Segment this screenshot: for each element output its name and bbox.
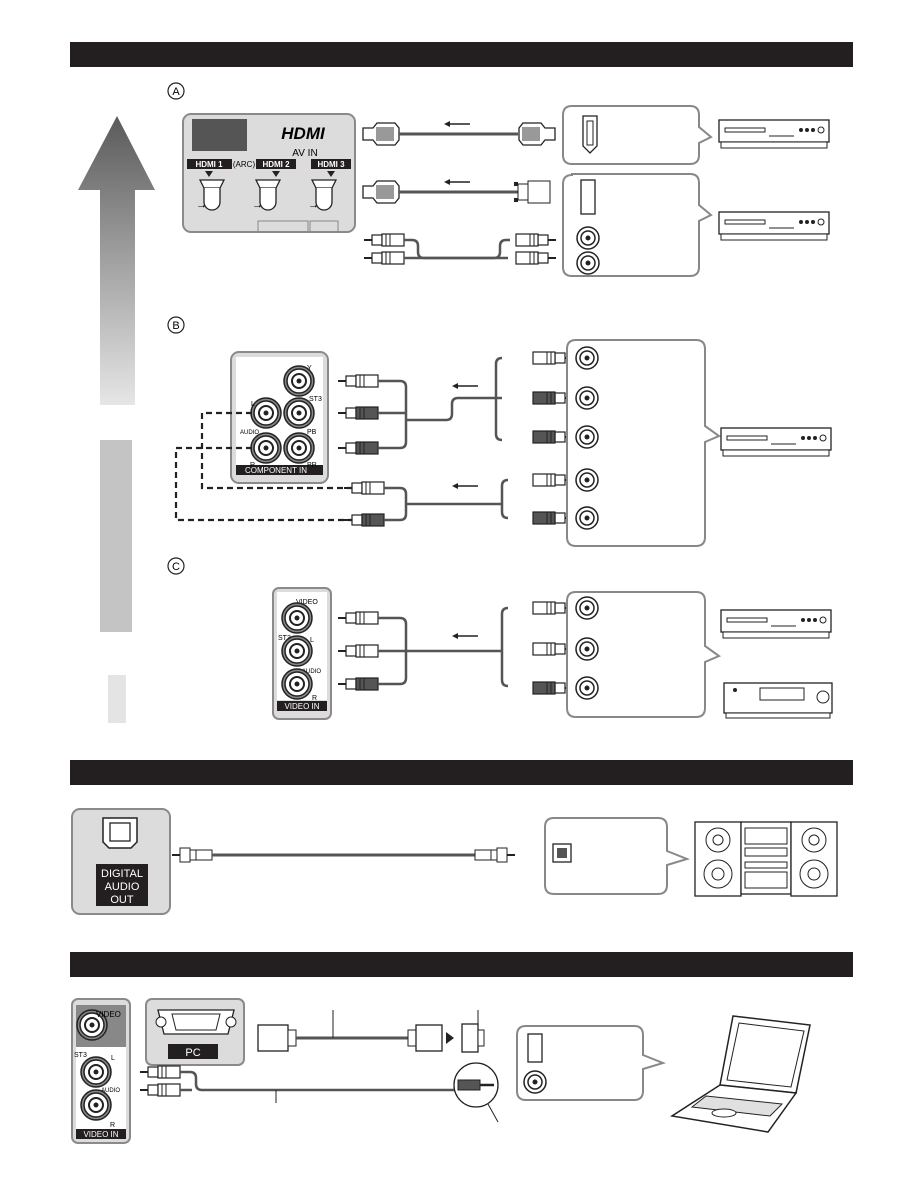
hdmi2-label: HDMI 2: [262, 160, 290, 169]
composite-cable: [337, 601, 574, 695]
dvd-player-icon-4: [720, 609, 832, 639]
label-audio-pc: AUDIO: [101, 1088, 120, 1094]
pc-label: PC: [185, 1047, 200, 1059]
hdmi-dvi-cable: [362, 179, 551, 204]
label-l-pc: L: [111, 1055, 115, 1062]
header-bar-2: [70, 760, 853, 785]
video-in-footer-pc: VIDEO IN: [83, 1130, 118, 1139]
hdmi-panel: HDMI AV IN HDMI 1 (ARC) HDMI 2 HDMI 3 → …: [182, 113, 356, 233]
component-panel: COMPONENT IN Y ST3 L AUDIO PB R PR: [230, 351, 329, 484]
label-l-b: L: [251, 401, 255, 408]
arc-label: (ARC): [233, 160, 256, 169]
digital-label-1: DIGITAL: [101, 868, 143, 880]
gradient-arrow-icon: [78, 116, 155, 723]
av-in-label: AV IN: [292, 148, 317, 159]
label-l-c: L: [310, 637, 314, 644]
label-st3-c: ST3: [278, 635, 291, 642]
dashed-audio-r: [174, 446, 352, 522]
laptop-icon: [669, 1015, 811, 1133]
pc-audio-cable: [139, 1062, 499, 1123]
callout-pc: [516, 1025, 667, 1101]
label-st3-b: ST3: [309, 396, 322, 403]
video-in-panel: VIDEO IN VIDEO ST3 L AUDIO R: [272, 587, 332, 720]
label-video-pc: VIDEO: [96, 1010, 121, 1019]
dashed-audio-l: [200, 411, 352, 490]
label-r-c: R: [312, 695, 317, 702]
hdmi-port-1: [198, 179, 226, 211]
optical-cable: [172, 847, 515, 863]
header-bar-3: [70, 952, 853, 977]
component-cable: [337, 351, 574, 455]
hdmi-port-2: [254, 179, 282, 211]
component-audio-cable: [343, 473, 574, 527]
audio-cable-a: [363, 233, 557, 265]
label-pr: PR: [307, 462, 317, 469]
callout-a-dvi: [562, 173, 713, 277]
vcr-icon: [723, 682, 833, 719]
digital-label-3: OUT: [110, 894, 134, 906]
label-pb: PB: [307, 429, 317, 436]
label-audio-b: AUDIO: [240, 430, 259, 436]
digital-label-2: AUDIO: [105, 881, 140, 893]
label-video-c: VIDEO: [296, 599, 318, 606]
hdmi-logo: HDMI: [281, 124, 326, 143]
callout-a-hdmi: [562, 105, 713, 165]
marker-b-text: B: [172, 320, 179, 332]
pc-vga-panel: PC: [145, 998, 245, 1066]
pc-video-in-panel: VIDEO ST3 L AUDIO R VIDEO IN: [71, 998, 131, 1144]
stereo-system-icon: [694, 821, 838, 897]
label-audio-c: AUDIO: [302, 669, 321, 675]
digital-audio-panel: DIGITAL AUDIO OUT: [71, 808, 171, 915]
callout-digital: [544, 817, 691, 895]
label-r-pc: R: [110, 1122, 115, 1129]
label-y: Y: [307, 365, 312, 372]
dvd-player-icon-3: [720, 427, 832, 457]
callout-b: [566, 339, 722, 547]
label-r-b: R: [250, 462, 255, 469]
component-footer: COMPONENT IN: [245, 466, 307, 475]
header-bar-1: [70, 42, 853, 67]
dvd-player-icon-1: [718, 119, 830, 149]
svg-text:→: →: [252, 199, 263, 211]
video-in-footer-c: VIDEO IN: [284, 702, 319, 711]
svg-text:→: →: [308, 199, 319, 211]
hdmi1-label: HDMI 1: [195, 160, 223, 169]
svg-text:→: →: [196, 199, 207, 211]
section-marker-a: A: [167, 82, 185, 100]
hdmi-port-3: [310, 179, 338, 211]
hdmi3-label: HDMI 3: [317, 160, 345, 169]
callout-c: [566, 591, 722, 718]
marker-c-text: C: [172, 561, 180, 573]
label-st3-pc: ST3: [74, 1052, 87, 1059]
dvd-player-icon-2: [718, 211, 830, 241]
vga-cable: [257, 1010, 485, 1053]
hdmi-cable-1: [362, 121, 556, 146]
marker-a-text: A: [172, 86, 180, 98]
section-marker-b: B: [167, 316, 185, 334]
section-marker-c: C: [167, 557, 185, 575]
